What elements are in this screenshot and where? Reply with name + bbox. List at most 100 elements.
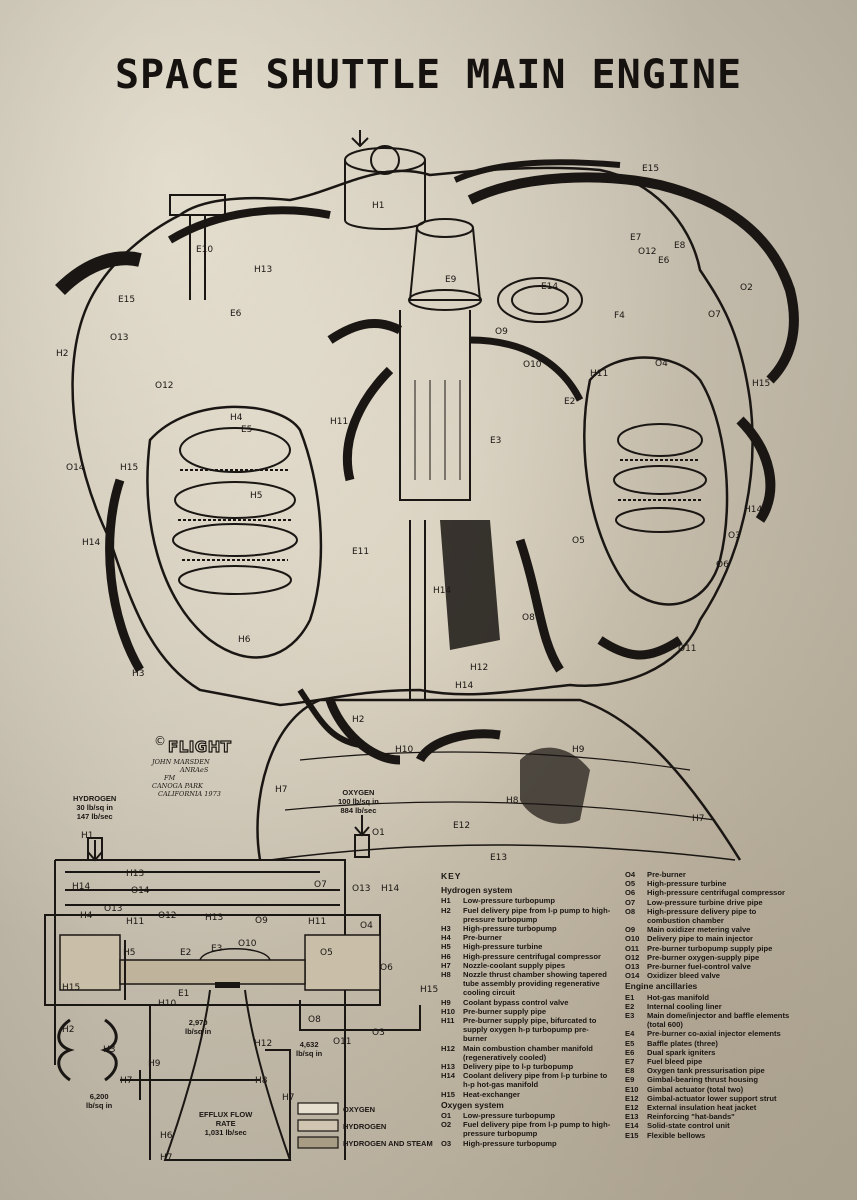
svg-text:E2: E2 xyxy=(564,397,575,407)
svg-text:O13: O13 xyxy=(104,904,123,914)
svg-text:H11: H11 xyxy=(126,917,144,927)
svg-text:O1: O1 xyxy=(372,828,385,838)
legend-swatches xyxy=(297,1102,339,1149)
key-entry: H6 High-pressure centrifugal compressor xyxy=(441,952,611,961)
key-description: Gimbal-bearing thrust housing xyxy=(647,1075,758,1085)
svg-text:O9: O9 xyxy=(495,327,508,337)
svg-text:H7: H7 xyxy=(692,814,705,824)
key-description: Nozzle-coolant supply pipes xyxy=(463,960,566,970)
key-code: E2 xyxy=(625,1001,635,1011)
key-code: O4 xyxy=(625,870,636,879)
svg-text:H15: H15 xyxy=(420,985,438,995)
svg-text:H13: H13 xyxy=(254,265,272,275)
key-code: E3 xyxy=(625,1011,635,1021)
svg-text:H14: H14 xyxy=(455,681,473,691)
svg-text:O2: O2 xyxy=(740,283,753,293)
key-description: Oxygen tank pressurisation pipe xyxy=(647,1066,765,1076)
key-description: High-pressure turbopump xyxy=(463,924,557,934)
key-code: H1 xyxy=(441,896,451,906)
svg-text:E10: E10 xyxy=(196,245,213,255)
key-code: H11 xyxy=(441,1016,455,1026)
svg-text:H2: H2 xyxy=(62,1025,75,1035)
key-description: High-pressure centrifugal compressor xyxy=(463,951,601,961)
poster-title: SPACE SHUTTLE MAIN ENGINE xyxy=(114,52,743,98)
svg-text:E12: E12 xyxy=(453,821,470,831)
svg-text:E11: E11 xyxy=(352,547,369,557)
svg-text:H14: H14 xyxy=(433,586,451,596)
key-description: Main oxidizer metering valve xyxy=(647,925,751,935)
key-description: External insulation heat jacket xyxy=(647,1103,757,1113)
key-code: E7 xyxy=(625,1057,635,1067)
key-code: E8 xyxy=(625,1066,635,1076)
svg-text:E6: E6 xyxy=(658,256,670,266)
credit-line: JOHN MARSDEN xyxy=(152,758,210,766)
svg-text:O5: O5 xyxy=(320,948,333,958)
key-entry: O1 Low-pressure turbopump xyxy=(441,1111,611,1120)
key-code: H6 xyxy=(441,951,451,961)
svg-text:H6: H6 xyxy=(238,635,251,645)
key-code: E14 xyxy=(625,1121,639,1131)
credit-line: CALIFORNIA 1973 xyxy=(158,790,221,798)
key-description: Coolant bypass control valve xyxy=(463,997,569,1007)
svg-text:H2: H2 xyxy=(56,349,69,359)
key-code: E12 xyxy=(625,1093,639,1103)
flow-text: 884 lb/sec xyxy=(340,806,377,815)
svg-text:H1: H1 xyxy=(81,831,94,841)
key-code: O11 xyxy=(625,943,639,953)
key-code: H13 xyxy=(441,1062,455,1072)
svg-text:O6: O6 xyxy=(716,560,729,570)
key-code: H12 xyxy=(441,1043,455,1053)
key-code: H4 xyxy=(441,933,451,943)
svg-text:H11: H11 xyxy=(330,417,348,427)
svg-text:H10: H10 xyxy=(158,999,176,1009)
key-description: Fuel delivery pipe from l-p pump to high… xyxy=(463,1120,611,1139)
key-code: O13 xyxy=(625,962,640,972)
svg-text:H14: H14 xyxy=(744,505,762,515)
svg-text:H14: H14 xyxy=(82,538,100,548)
svg-text:H12: H12 xyxy=(470,663,488,673)
key-entry: O11 Pre-burner turbopump supply pipe xyxy=(625,944,793,953)
svg-text:E3: E3 xyxy=(490,436,501,446)
key-description: Pre-burner turbopump supply pipe xyxy=(647,943,773,953)
svg-text:H15: H15 xyxy=(62,983,80,993)
key-code: O1 xyxy=(441,1111,452,1121)
key-description: Delivery pipe to main injector xyxy=(647,934,753,944)
svg-text:E15: E15 xyxy=(118,295,135,305)
svg-text:O14: O14 xyxy=(66,463,85,473)
svg-text:H9: H9 xyxy=(572,745,585,755)
key-title: KEY xyxy=(441,871,462,881)
svg-text:O4: O4 xyxy=(655,359,668,369)
flight-logo: FLIGHT xyxy=(167,737,232,756)
flow-text: 2,970 xyxy=(188,1018,208,1027)
key-description: Low-pressure turbopump xyxy=(463,1111,555,1121)
hydrogen-heading: Hydrogen system xyxy=(441,885,513,896)
svg-text:O14: O14 xyxy=(131,886,150,896)
key-code: H9 xyxy=(441,997,451,1007)
key-description: Heat-exchanger xyxy=(463,1089,520,1099)
key-description: Main dome/injector and baffle elements (… xyxy=(647,1011,790,1030)
key-entry: E8 Oxygen tank pressurisation pipe xyxy=(625,1066,793,1075)
svg-text:O11: O11 xyxy=(333,1037,352,1047)
legend-oxygen: OXYGEN xyxy=(343,1105,376,1114)
svg-text:H14: H14 xyxy=(381,884,399,894)
key-code: E5 xyxy=(625,1038,635,1048)
svg-text:H7: H7 xyxy=(282,1093,295,1103)
svg-text:H3: H3 xyxy=(103,1045,116,1055)
svg-text:O12: O12 xyxy=(155,381,174,391)
key-description: Pre-burner oxygen-supply pipe xyxy=(647,952,760,962)
key-code: E15 xyxy=(625,1130,639,1140)
